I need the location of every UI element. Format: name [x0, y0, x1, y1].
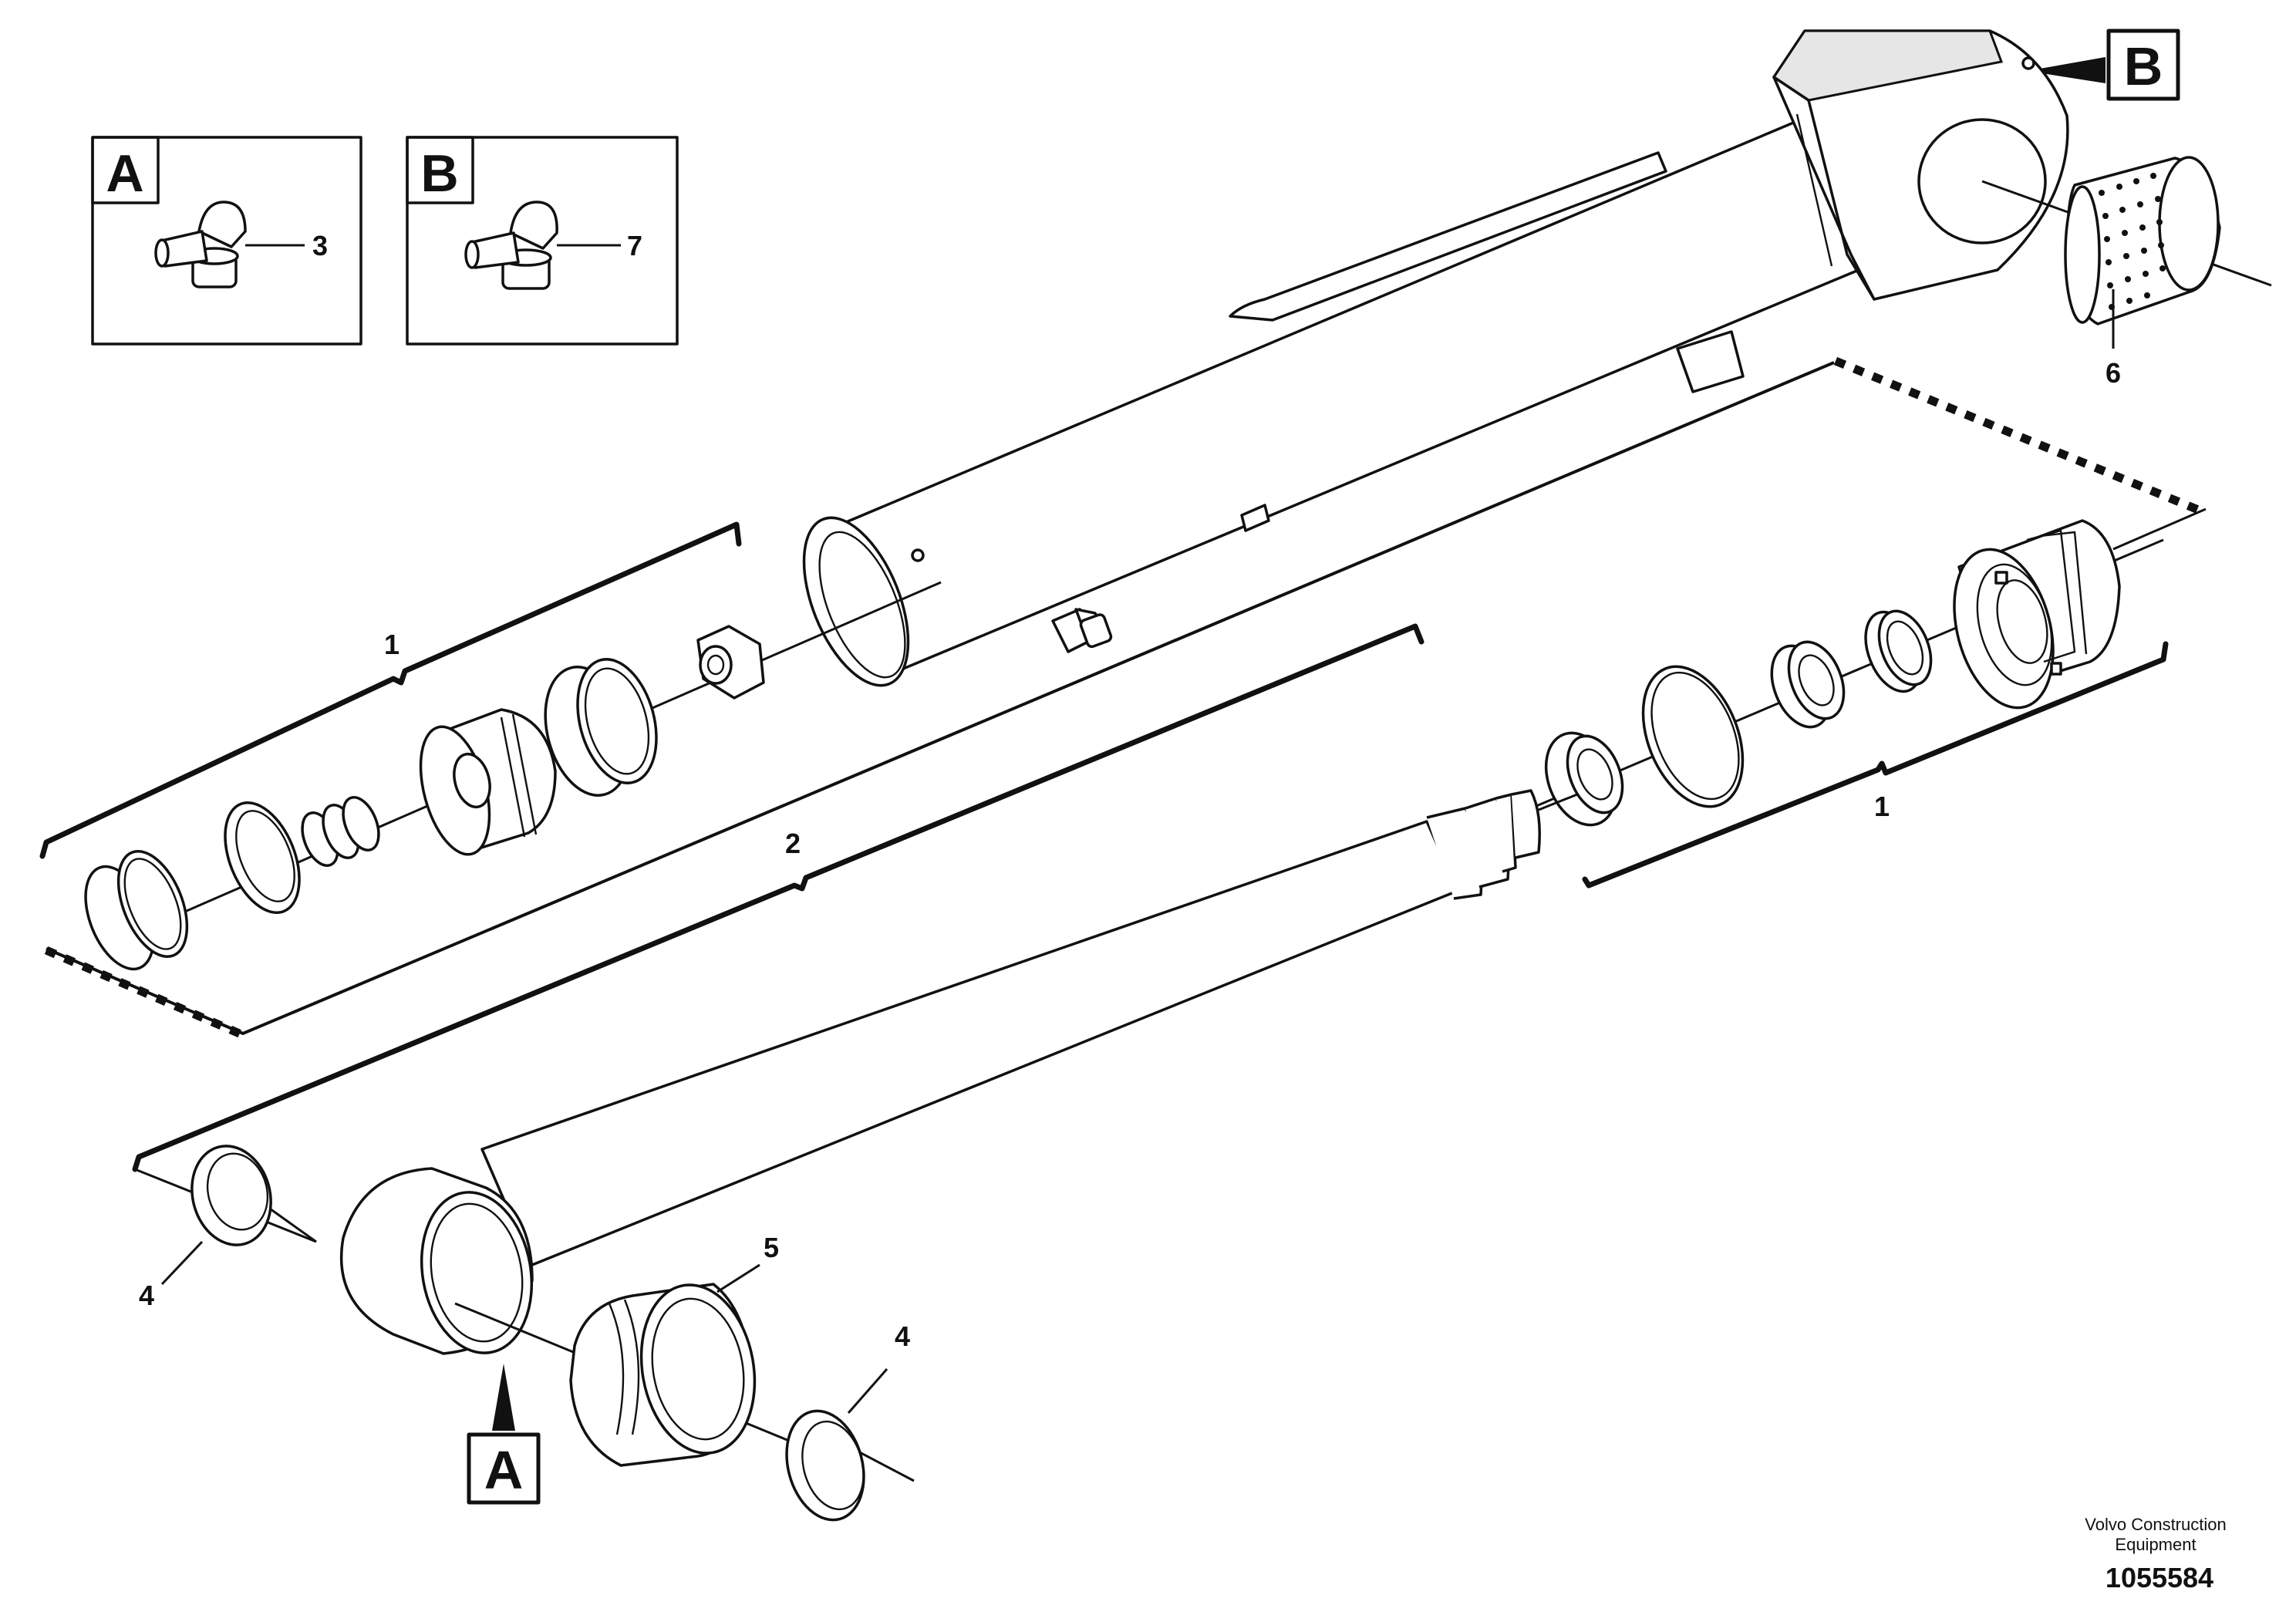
o-ring-right-large [1641, 665, 1745, 808]
bracket-kit-right [1582, 641, 2169, 889]
cylinder-gland [1953, 519, 2121, 710]
wiper-seal-right [1544, 731, 1624, 827]
footer-company-line1: Volvo Construction [2085, 1515, 2226, 1534]
grease-nipple-a-icon [154, 201, 305, 288]
guide-ring-left [544, 658, 658, 797]
rod-eye [339, 1167, 534, 1355]
detail-view-a-letter: A [106, 144, 143, 203]
callout-bushing-top: 6 [2106, 357, 2121, 389]
detail-view-a-callout: 3 [312, 230, 328, 261]
grease-nipple-b-icon [464, 201, 621, 290]
bracket-kit-left [39, 521, 742, 859]
washer-left-icon [160, 1145, 272, 1286]
seal-ring-left-1 [84, 849, 189, 971]
view-marker-b: B [2027, 29, 2180, 101]
footer: Volvo Construction Equipment 1055584 [2085, 1515, 2226, 1593]
detail-view-b-letter: B [420, 144, 458, 203]
bushing-5-icon [569, 1263, 760, 1467]
cylinder-barrel [802, 29, 2069, 687]
seal-kit-dashed-outline [44, 356, 2208, 1040]
piston-nut [696, 625, 765, 700]
detail-view-b: B 7 [406, 136, 679, 346]
callout-washer-right: 4 [895, 1320, 910, 1352]
callout-washer-left: 4 [139, 1280, 154, 1311]
detail-view-a: A 3 [91, 136, 362, 346]
view-marker-a: A [467, 1364, 541, 1505]
callout-kit-left: 1 [384, 629, 400, 660]
backup-ring-right [1864, 609, 1933, 693]
view-marker-b-letter: B [2124, 36, 2163, 96]
rod-seal-right [1770, 640, 1846, 729]
bushing-top-icon [2064, 156, 2221, 349]
o-rings-left [301, 796, 380, 867]
view-marker-a-letter: A [484, 1440, 524, 1500]
callout-kit-center: 2 [785, 828, 801, 859]
footer-drawing-number: 1055584 [2106, 1562, 2213, 1593]
callout-bushing: 5 [764, 1232, 779, 1263]
seal-ring-left-2 [224, 801, 301, 915]
piston-rod [339, 789, 1578, 1355]
washer-right-icon [785, 1368, 888, 1522]
bracket-kit-center [132, 623, 1424, 1172]
footer-company-line2: Equipment [2115, 1535, 2196, 1554]
piston [419, 708, 557, 856]
detail-view-b-callout: 7 [627, 230, 642, 261]
callout-kit-right: 1 [1874, 791, 1890, 822]
hydraulic-port [1051, 608, 1113, 653]
